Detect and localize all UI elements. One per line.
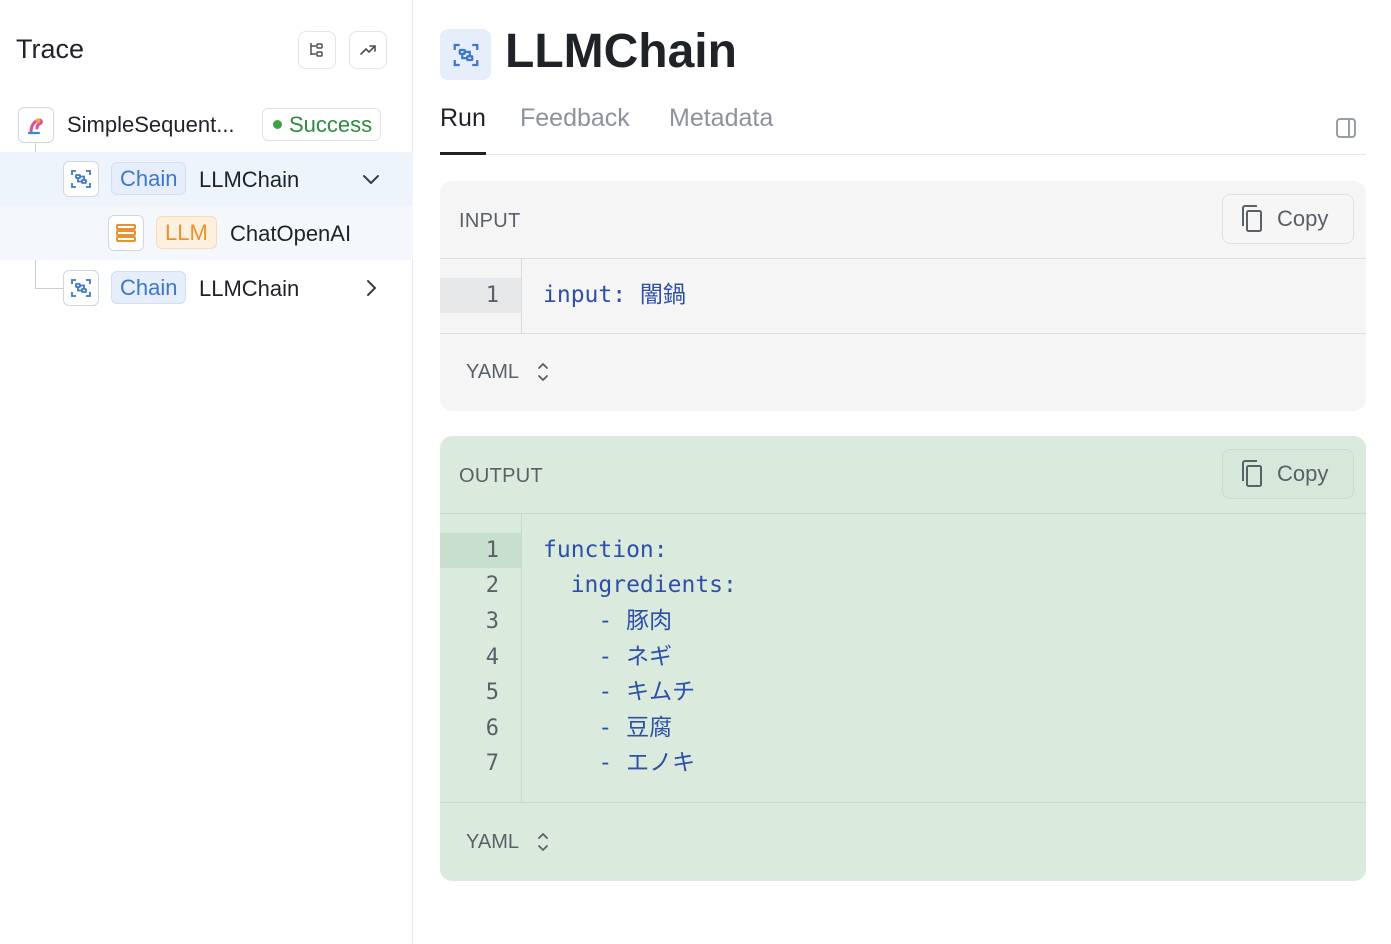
line-number: 1 [440, 533, 521, 568]
copy-label: Copy [1277, 461, 1329, 486]
tab-run[interactable]: Run [440, 104, 486, 155]
trend-icon [360, 45, 376, 55]
copy-output-button[interactable]: Copy [1222, 449, 1354, 499]
chevron-up-down-icon [538, 833, 548, 851]
trend-button[interactable] [349, 31, 387, 69]
node-type-badge: Chain [111, 162, 187, 195]
chain-icon [63, 270, 99, 306]
copy-icon [1242, 460, 1262, 487]
format-selector[interactable]: YAML [466, 830, 549, 854]
node-name: LLMChain [199, 276, 300, 301]
line-number: 1 [440, 278, 521, 313]
status-badge: Success [262, 108, 382, 141]
node-name: SimpleSequent... [67, 112, 235, 137]
line-gutter [521, 514, 522, 802]
output-label: OUTPUT [459, 465, 544, 487]
output-card: OUTPUT Copy 1 2 3 4 5 6 7 function: ingr… [440, 436, 1366, 881]
format-label: YAML [466, 360, 519, 383]
code-line: input: 闇鍋 [543, 282, 686, 308]
status-label: Success [289, 112, 373, 137]
line-number: 5 [485, 680, 499, 705]
tree-node-root[interactable]: SimpleSequent... Success [0, 98, 413, 152]
llm-stack-icon [108, 215, 144, 251]
code-line: - 豆腐 [543, 715, 673, 741]
copy-input-button[interactable]: Copy [1222, 194, 1354, 244]
code-line: - ネギ [543, 644, 673, 670]
input-card: INPUT Copy 1 input: 闇鍋 YAML [440, 181, 1366, 411]
tab-bar: Run Feedback Metadata [440, 104, 1366, 155]
run-detail-panel: LLMChain Run Feedback Metadata INPUT Cop… [413, 0, 1391, 944]
status-dot-icon [273, 120, 282, 129]
line-gutter [521, 259, 522, 333]
line-number: 4 [485, 645, 499, 670]
tree-node-llmchain-2[interactable]: Chain LLMChain [0, 261, 413, 315]
trace-title: Trace [16, 34, 85, 64]
tree-connector [35, 288, 63, 289]
tree-node-llmchain-1[interactable]: Chain LLMChain [0, 152, 413, 206]
copy-icon [1242, 205, 1262, 232]
code-line: - キムチ [543, 679, 696, 705]
line-number: 2 [485, 573, 499, 598]
input-label: INPUT [459, 210, 521, 232]
output-code-editor[interactable]: 1 2 3 4 5 6 7 function: ingredients: - 豚… [440, 513, 1366, 803]
format-label: YAML [466, 830, 519, 853]
trace-sidebar: Trace SimpleSequent... Success [0, 0, 413, 944]
code-line: - 豚肉 [543, 608, 673, 634]
tree-view-icon [310, 43, 323, 57]
tab-feedback[interactable]: Feedback [520, 104, 630, 132]
page-title: LLMChain [505, 25, 737, 78]
format-selector[interactable]: YAML [466, 360, 549, 384]
code-line: ingredients: [543, 572, 737, 598]
node-type-badge: LLM [156, 216, 217, 249]
line-number: 6 [485, 716, 499, 741]
chain-icon [440, 29, 491, 80]
chevron-right-icon[interactable] [360, 277, 382, 299]
chevron-down-icon[interactable] [360, 168, 382, 190]
code-line: function: [543, 537, 668, 563]
line-number: 7 [485, 751, 499, 776]
sidebar-panel-icon[interactable] [1334, 116, 1358, 140]
node-type-badge: Chain [111, 271, 187, 304]
line-number: 3 [485, 609, 499, 634]
code-line: - エノキ [543, 750, 696, 776]
tree-node-chatopenai[interactable]: LLM ChatOpenAI [0, 206, 413, 260]
node-name: LLMChain [199, 167, 300, 192]
node-name: ChatOpenAI [230, 221, 352, 246]
chevron-up-down-icon [538, 363, 548, 381]
input-code-editor[interactable]: 1 input: 闇鍋 [440, 258, 1366, 334]
tree-view-button[interactable] [298, 31, 336, 69]
chain-icon [63, 161, 99, 197]
tab-metadata[interactable]: Metadata [669, 104, 774, 132]
parrot-logo-icon [18, 107, 54, 143]
copy-label: Copy [1277, 206, 1329, 231]
